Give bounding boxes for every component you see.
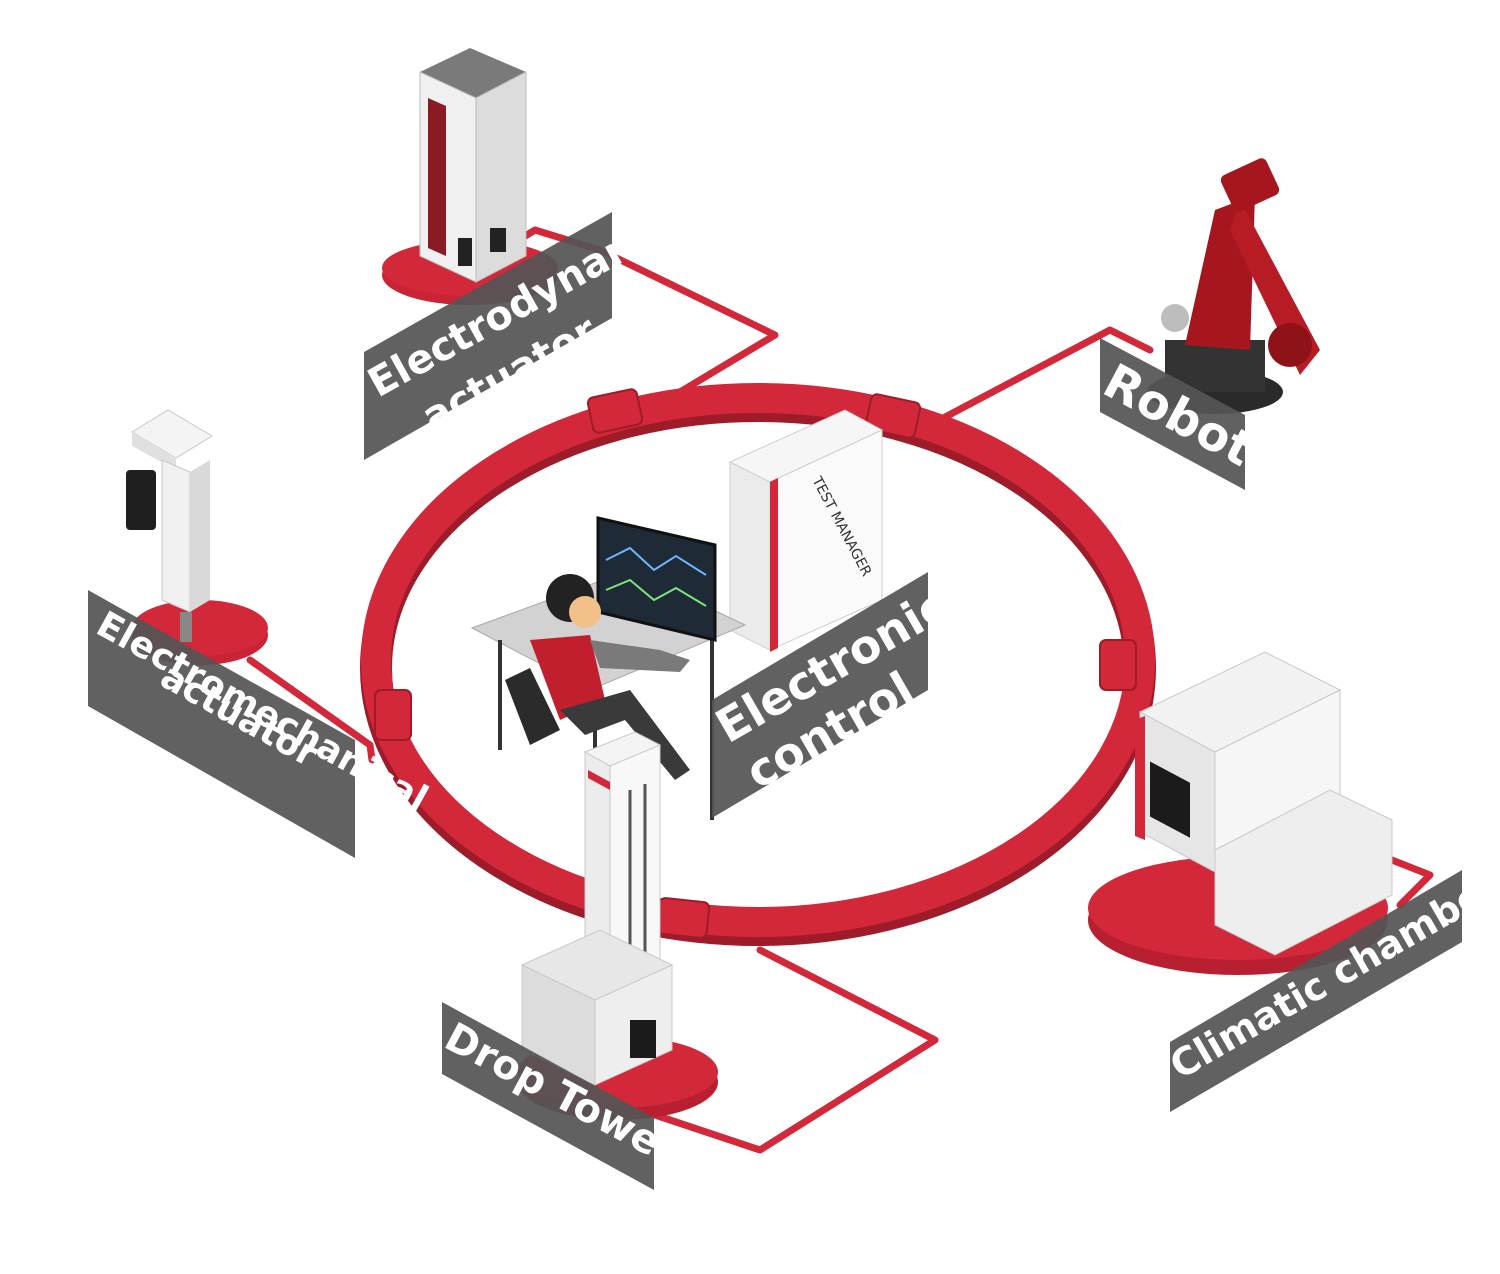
drop-tower-machine — [518, 731, 718, 1120]
connection-drop-tower — [651, 946, 939, 1154]
robot-machine — [1147, 158, 1320, 414]
electronic-control-workstation: TEST MANAGER — [470, 409, 884, 820]
control-ring — [360, 383, 1156, 946]
connection-robot — [926, 326, 1154, 429]
connection-electromechanical — [246, 656, 376, 764]
climatic-chamber-machine — [1088, 651, 1393, 975]
